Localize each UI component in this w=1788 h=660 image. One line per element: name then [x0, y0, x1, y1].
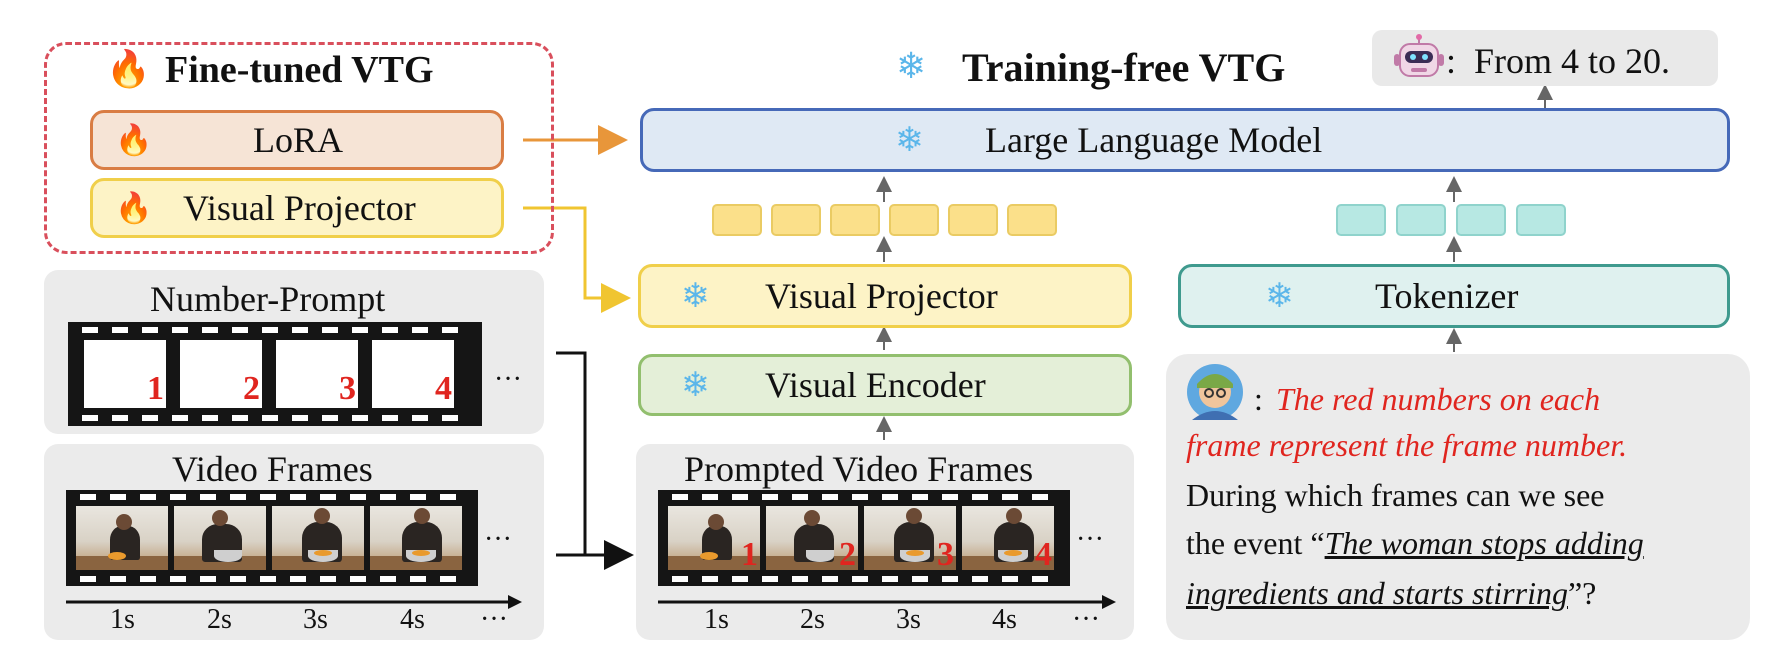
- lora-label: LoRA: [253, 120, 343, 160]
- question-line-2-prefix: the event “: [1186, 525, 1325, 561]
- frame-number: 2: [243, 370, 260, 407]
- frame-number: 1: [741, 536, 758, 570]
- arrow-number-prompt-merge: [556, 351, 587, 555]
- fire-icon: 🔥: [115, 190, 153, 226]
- prompted-video-frame: 2: [766, 506, 858, 570]
- training-free-title: Training-free VTG: [962, 45, 1286, 90]
- frame-number: 4: [1035, 536, 1052, 570]
- prompt-frame: 4: [372, 340, 454, 408]
- prompted-video-frame: 3: [864, 506, 956, 570]
- robot-icon: [1394, 34, 1444, 77]
- time-tick: 3s: [896, 604, 921, 635]
- time-tick: 1s: [110, 604, 135, 635]
- tokenizer-box: ❄ Tokenizer: [1178, 264, 1730, 328]
- prompt-frame: 3: [276, 340, 358, 408]
- finetuned-title: Fine-tuned VTG: [165, 49, 434, 91]
- video-frames-filmstrip: [66, 490, 478, 586]
- text-token: [1336, 204, 1386, 236]
- tokenizer-label: Tokenizer: [1375, 276, 1519, 316]
- visual-token: [712, 204, 762, 236]
- visual-token: [1007, 204, 1057, 236]
- time-tick: 3s: [303, 604, 328, 635]
- timeline-ellipsis: ···: [480, 604, 508, 635]
- visual-token: [889, 204, 939, 236]
- video-frames-ellipsis: ···: [484, 524, 512, 555]
- fire-icon: 🔥: [115, 122, 153, 158]
- frame-number: 1: [147, 370, 164, 407]
- event-line-2: ingredients and starts stirring: [1186, 575, 1568, 611]
- number-prompt-title: Number-Prompt: [150, 279, 386, 319]
- prompted-frames-ellipsis: ···: [1076, 524, 1104, 555]
- text-token: [1456, 204, 1506, 236]
- prompt-line-2: frame represent the frame number.: [1186, 427, 1628, 463]
- text-token: [1396, 204, 1446, 236]
- visual-token: [771, 204, 821, 236]
- prompted-timeline-axis: [658, 595, 1116, 609]
- question-suffix: ”?: [1567, 575, 1597, 611]
- user-avatar-icon: [1187, 364, 1243, 420]
- query-panel: [1166, 354, 1750, 640]
- time-tick: 2s: [800, 604, 825, 635]
- llm-label: Large Language Model: [985, 120, 1323, 160]
- snowflake-icon: ❄: [681, 276, 710, 316]
- snowflake-icon: ❄: [896, 46, 927, 87]
- video-frame: [272, 506, 364, 570]
- snowflake-icon: ❄: [1265, 276, 1294, 316]
- prompt-frame: 2: [180, 340, 262, 408]
- finetuned-projector-label: Visual Projector: [183, 188, 416, 228]
- time-tick: 2s: [207, 604, 232, 635]
- time-tick: 4s: [992, 604, 1017, 635]
- video-frame: [370, 506, 462, 570]
- visual-projector-label: Visual Projector: [765, 276, 998, 316]
- llm-box: ❄ Large Language Model: [640, 108, 1730, 172]
- visual-token: [948, 204, 998, 236]
- number-prompt-ellipsis: ···: [494, 364, 522, 395]
- visual-projector-box: ❄ Visual Projector: [638, 264, 1132, 328]
- time-tick: 1s: [704, 604, 729, 635]
- visual-encoder-label: Visual Encoder: [765, 365, 986, 405]
- query-separator: :: [1254, 381, 1263, 417]
- prompted-video-frame: 1: [668, 506, 760, 570]
- prompt-line-1: The red numbers on each: [1276, 381, 1601, 417]
- time-tick: 4s: [400, 604, 425, 635]
- visual-encoder-box: ❄ Visual Encoder: [638, 354, 1132, 416]
- video-frames-title: Video Frames: [172, 449, 373, 489]
- number-prompt-filmstrip: 1 2 3 4: [68, 322, 482, 426]
- timeline-ellipsis: ···: [1072, 604, 1100, 635]
- question-line-3: ingredients and starts stirring”?: [1186, 572, 1596, 615]
- finetuned-vtg-group: [44, 42, 554, 254]
- arrow-projector-to-projector: [523, 206, 631, 313]
- video-frame: [76, 506, 168, 570]
- prompted-video-frame: 4: [962, 506, 1054, 570]
- visual-token: [830, 204, 880, 236]
- question-line-2: the event “The woman stops adding: [1186, 522, 1644, 565]
- finetuned-projector-box: 🔥 Visual Projector: [90, 178, 504, 238]
- frame-number: 2: [839, 536, 856, 570]
- output-separator: :: [1446, 41, 1457, 81]
- frame-number: 3: [937, 536, 954, 570]
- event-line-1: The woman stops adding: [1324, 525, 1644, 561]
- output-answer-text: From 4 to 20.: [1474, 41, 1671, 81]
- frame-number: 4: [435, 370, 452, 407]
- question-line-1: During which frames can we see: [1186, 477, 1605, 513]
- prompted-frames-title: Prompted Video Frames: [684, 449, 1034, 489]
- prompted-frames-filmstrip: 1 2 3 4: [658, 490, 1070, 586]
- prompt-frame: 1: [84, 340, 166, 408]
- lora-box: 🔥 LoRA: [90, 110, 504, 170]
- fire-icon: 🔥: [106, 49, 151, 90]
- text-token: [1516, 204, 1566, 236]
- frame-number: 3: [339, 370, 356, 407]
- snowflake-icon: ❄: [895, 120, 924, 160]
- snowflake-icon: ❄: [681, 365, 710, 405]
- video-frame: [174, 506, 266, 570]
- video-timeline-axis: [66, 595, 522, 609]
